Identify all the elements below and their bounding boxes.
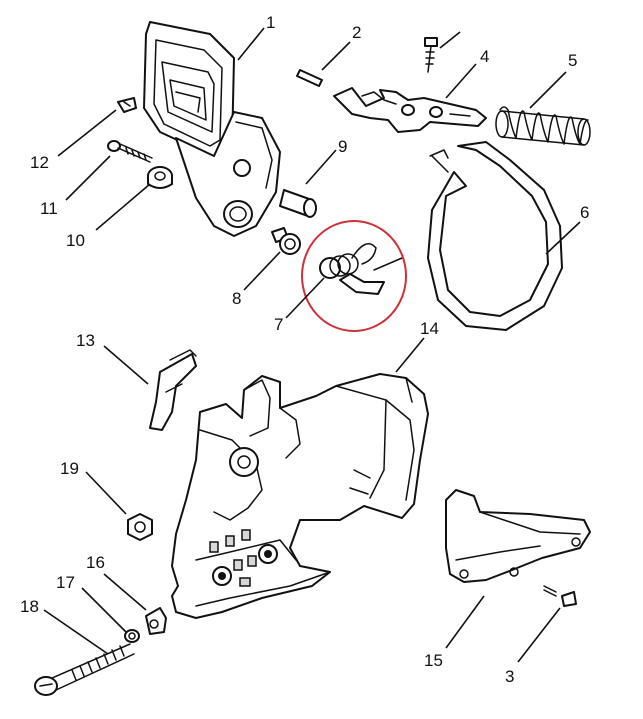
part-spring-5 <box>495 106 591 146</box>
label-11: 11 <box>40 199 58 218</box>
part-nut-19 <box>127 513 153 541</box>
part-tab-16 <box>145 607 167 635</box>
part-washer-17 <box>124 629 140 643</box>
part-sleeve-9 <box>279 189 317 218</box>
label-15: 15 <box>424 651 443 670</box>
part-pin-2 <box>296 69 323 87</box>
label-6: 6 <box>580 203 589 222</box>
part-plate-13 <box>149 349 197 431</box>
callout-labels: 1 2 3 4 5 6 7 8 9 10 11 12 13 14 15 16 1… <box>20 13 589 686</box>
label-9: 9 <box>338 137 347 156</box>
part-bolt-8 <box>271 227 301 255</box>
part-brake-band <box>427 141 563 331</box>
label-4: 4 <box>480 47 489 66</box>
label-8: 8 <box>232 289 241 308</box>
label-10: 10 <box>66 231 85 250</box>
label-16: 16 <box>86 553 105 572</box>
label-17: 17 <box>56 573 75 592</box>
label-5: 5 <box>568 51 577 70</box>
part-screw-3 <box>543 585 577 607</box>
leader-lines <box>43 27 581 663</box>
part-hand-guard <box>143 21 281 237</box>
label-14: 14 <box>420 319 439 338</box>
part-bolt-18 <box>34 643 135 696</box>
label-12: 12 <box>30 153 49 172</box>
part-spacer-10 <box>147 166 173 189</box>
label-7: 7 <box>274 315 283 334</box>
part-clip-12 <box>117 97 137 113</box>
part-screw-11 <box>107 140 153 163</box>
part-spring-7 <box>319 243 403 295</box>
label-2: 2 <box>352 23 361 42</box>
part-bracket-15 <box>445 489 591 583</box>
part-clutch-cover <box>171 373 429 619</box>
label-19: 19 <box>60 459 79 478</box>
part-brake-lever <box>333 37 487 133</box>
label-3: 3 <box>505 667 514 686</box>
highlight-circle <box>301 220 407 332</box>
label-1: 1 <box>266 13 275 32</box>
label-18: 18 <box>20 597 39 616</box>
label-13: 13 <box>76 331 95 350</box>
